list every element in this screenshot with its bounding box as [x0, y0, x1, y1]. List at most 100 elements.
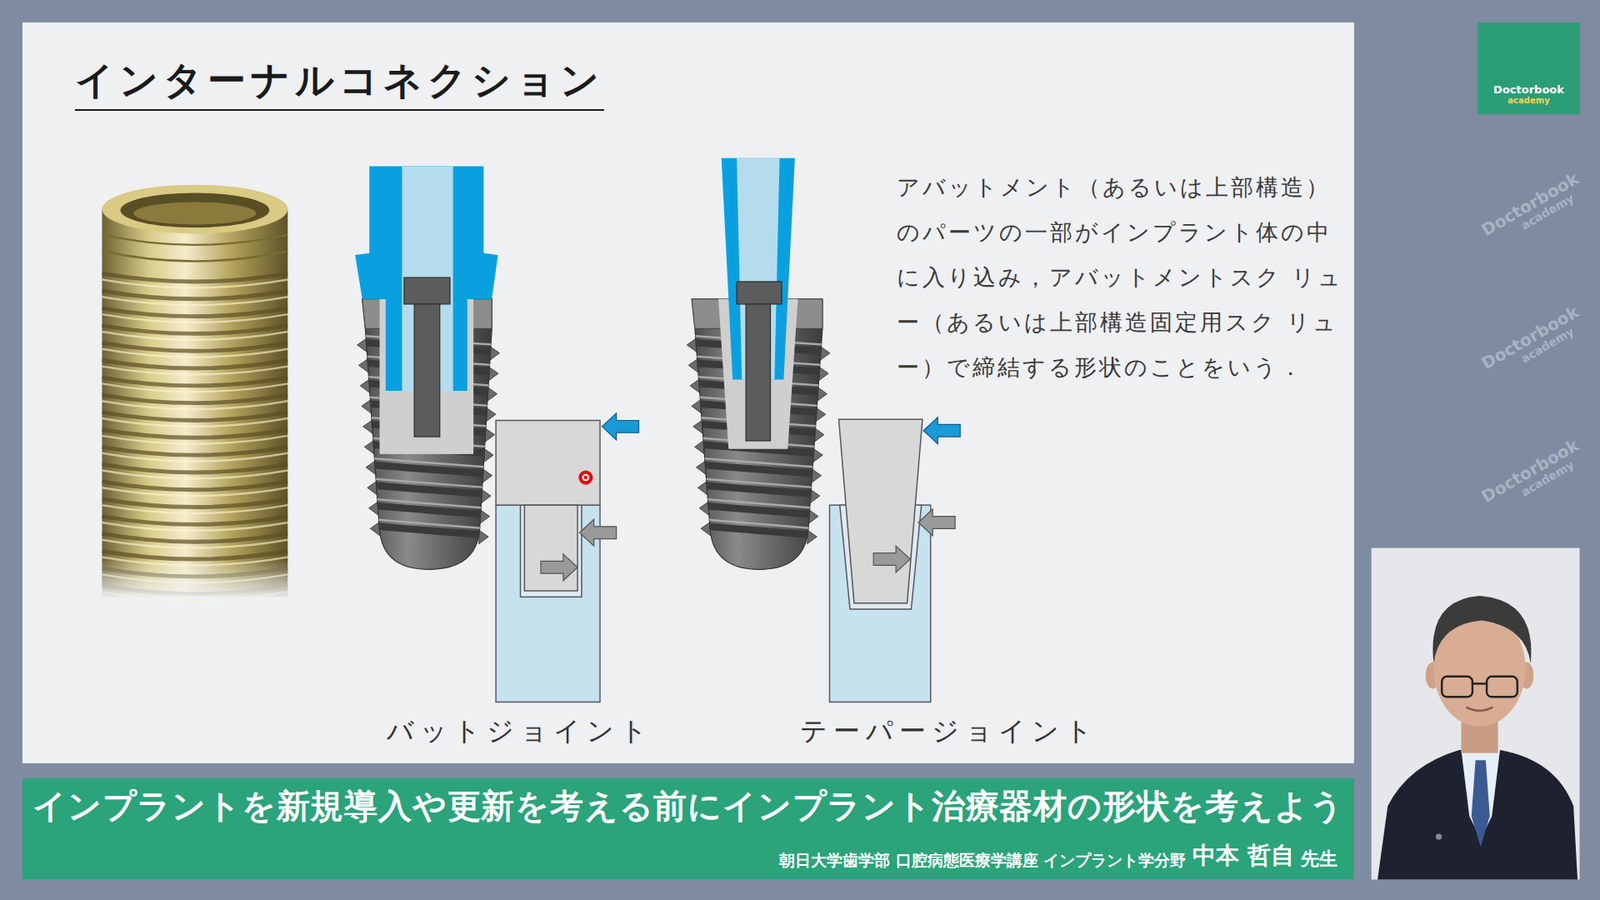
implant-photo [98, 185, 293, 600]
photo-thread [101, 430, 288, 439]
photo-thread-shine [101, 349, 288, 358]
thread-tooth [482, 469, 493, 483]
logo-subword-holder: academy [1507, 95, 1550, 105]
thread-tooth [357, 339, 368, 353]
thread-highlight [703, 519, 815, 529]
photo-thread-shine [101, 400, 288, 410]
photo-thread-shine [101, 418, 288, 427]
banner-title-holder: インプラントを新規導入や更新を考える前にインプラント治療器材の形状を考えよう [32, 785, 1344, 827]
thread-tooth [695, 460, 706, 475]
thread-highlight [368, 458, 490, 468]
thread-tooth [820, 346, 830, 360]
thread-tooth [686, 339, 697, 353]
honorific-holder: 先生 [1300, 848, 1338, 870]
thread-tooth [488, 367, 499, 381]
thread-tooth [481, 490, 492, 504]
force-arrow [918, 509, 955, 536]
thread-highlight [371, 499, 488, 509]
thread-tooth [811, 469, 822, 483]
taper-joint-implant [686, 158, 830, 570]
honorific: 先生 [1300, 848, 1338, 870]
thread-tooth [490, 346, 500, 360]
photo-thread [101, 481, 288, 490]
butt-joint-implant [355, 166, 500, 570]
thread-tooth [364, 440, 375, 455]
thread-tooth [363, 420, 374, 434]
thread-tooth [365, 460, 376, 475]
photo-thread [101, 325, 288, 335]
thread-tooth [815, 408, 826, 422]
butt-joint-schematic [495, 413, 639, 703]
photo-thread-shine [101, 435, 288, 445]
photo-thread [101, 342, 288, 351]
thread-tooth [819, 367, 830, 381]
thread-tooth [817, 387, 828, 401]
photo-thread [101, 533, 288, 542]
photo-thread [101, 290, 288, 300]
photo-thread-shine [101, 296, 288, 305]
thread-tooth [358, 359, 369, 373]
presenter-name: 中本 哲自 [1192, 841, 1295, 870]
force-arrow [601, 413, 639, 440]
photo-thread [101, 516, 288, 525]
thread-tooth [695, 440, 705, 455]
thread-highlight [370, 478, 489, 488]
photo-thread [101, 499, 288, 508]
thread-tooth [690, 380, 700, 394]
thread-tooth [370, 522, 380, 536]
thread-highlight [700, 478, 818, 488]
joint-label: テーパージョイント [800, 713, 1099, 750]
slide-panel [22, 22, 1355, 764]
slide-title: インターナルコネクション [75, 55, 605, 111]
affiliation-holder: 朝日大学歯学部 口腔病態医療学講座 インプラント学分野 [779, 850, 1186, 870]
photo-thread [101, 360, 288, 369]
photo-thread [101, 308, 288, 317]
photo-thread-shine [101, 540, 288, 549]
thread-tooth [487, 387, 498, 401]
presenter-name-holder: 中本 哲自 [1192, 841, 1295, 870]
thread-tooth [691, 400, 702, 414]
force-arrow [923, 417, 960, 445]
photo-thread-shine [101, 522, 288, 531]
thread-tooth [697, 481, 708, 495]
photo-thread-shine [101, 314, 288, 323]
logo-icon [1477, 22, 1580, 115]
logo-subword: academy [1507, 95, 1550, 105]
taper-joint-schematic [830, 417, 961, 703]
logo-box: Doctorbookacademy [1477, 22, 1580, 115]
photo-thread [101, 446, 288, 455]
description-text: アバットメント（あるいは上部構造） のパーツの一部がインプラント体の中 に入り込… [896, 165, 1354, 390]
photo-thread-shine [101, 453, 288, 462]
thread-tooth [693, 420, 704, 434]
thread-tooth [808, 510, 819, 524]
photo-thread [101, 377, 288, 386]
thread-tooth [479, 530, 490, 545]
photo-thread [101, 464, 288, 473]
banner-title: インプラントを新規導入や更新を考える前にインプラント治療器材の形状を考えよう [32, 785, 1344, 827]
photo-thread [101, 412, 288, 421]
photo-thread-shine [101, 505, 288, 514]
logo-word: Doctorbook [1493, 83, 1565, 96]
thread-tooth [810, 490, 820, 504]
thread-highlight [699, 458, 820, 468]
thread-tooth [813, 449, 824, 463]
photo-thread-shine [101, 366, 288, 375]
force-arrow [873, 545, 910, 573]
affiliation: 朝日大学歯学部 口腔病態医療学講座 インプラント学分野 [779, 850, 1186, 870]
thread-tooth [483, 449, 494, 463]
joint-label: バットジョイント [386, 713, 654, 750]
thread-tooth [485, 428, 495, 442]
thread-tooth [369, 501, 380, 515]
joint-label-holder: バットジョイント [386, 713, 654, 750]
thread-highlight [701, 499, 816, 509]
photo-thread-shine [101, 383, 288, 392]
thread-tooth [814, 428, 825, 442]
thread-tooth [480, 510, 490, 524]
photo-thread-shine [101, 331, 288, 340]
thread-tooth [361, 400, 372, 414]
photo-thread [101, 395, 288, 404]
banner-box: インプラントを新規導入や更新を考える前にインプラント治療器材の形状を考えよう朝日… [22, 778, 1355, 880]
joint-label-holder: テーパージョイント [800, 713, 1099, 750]
